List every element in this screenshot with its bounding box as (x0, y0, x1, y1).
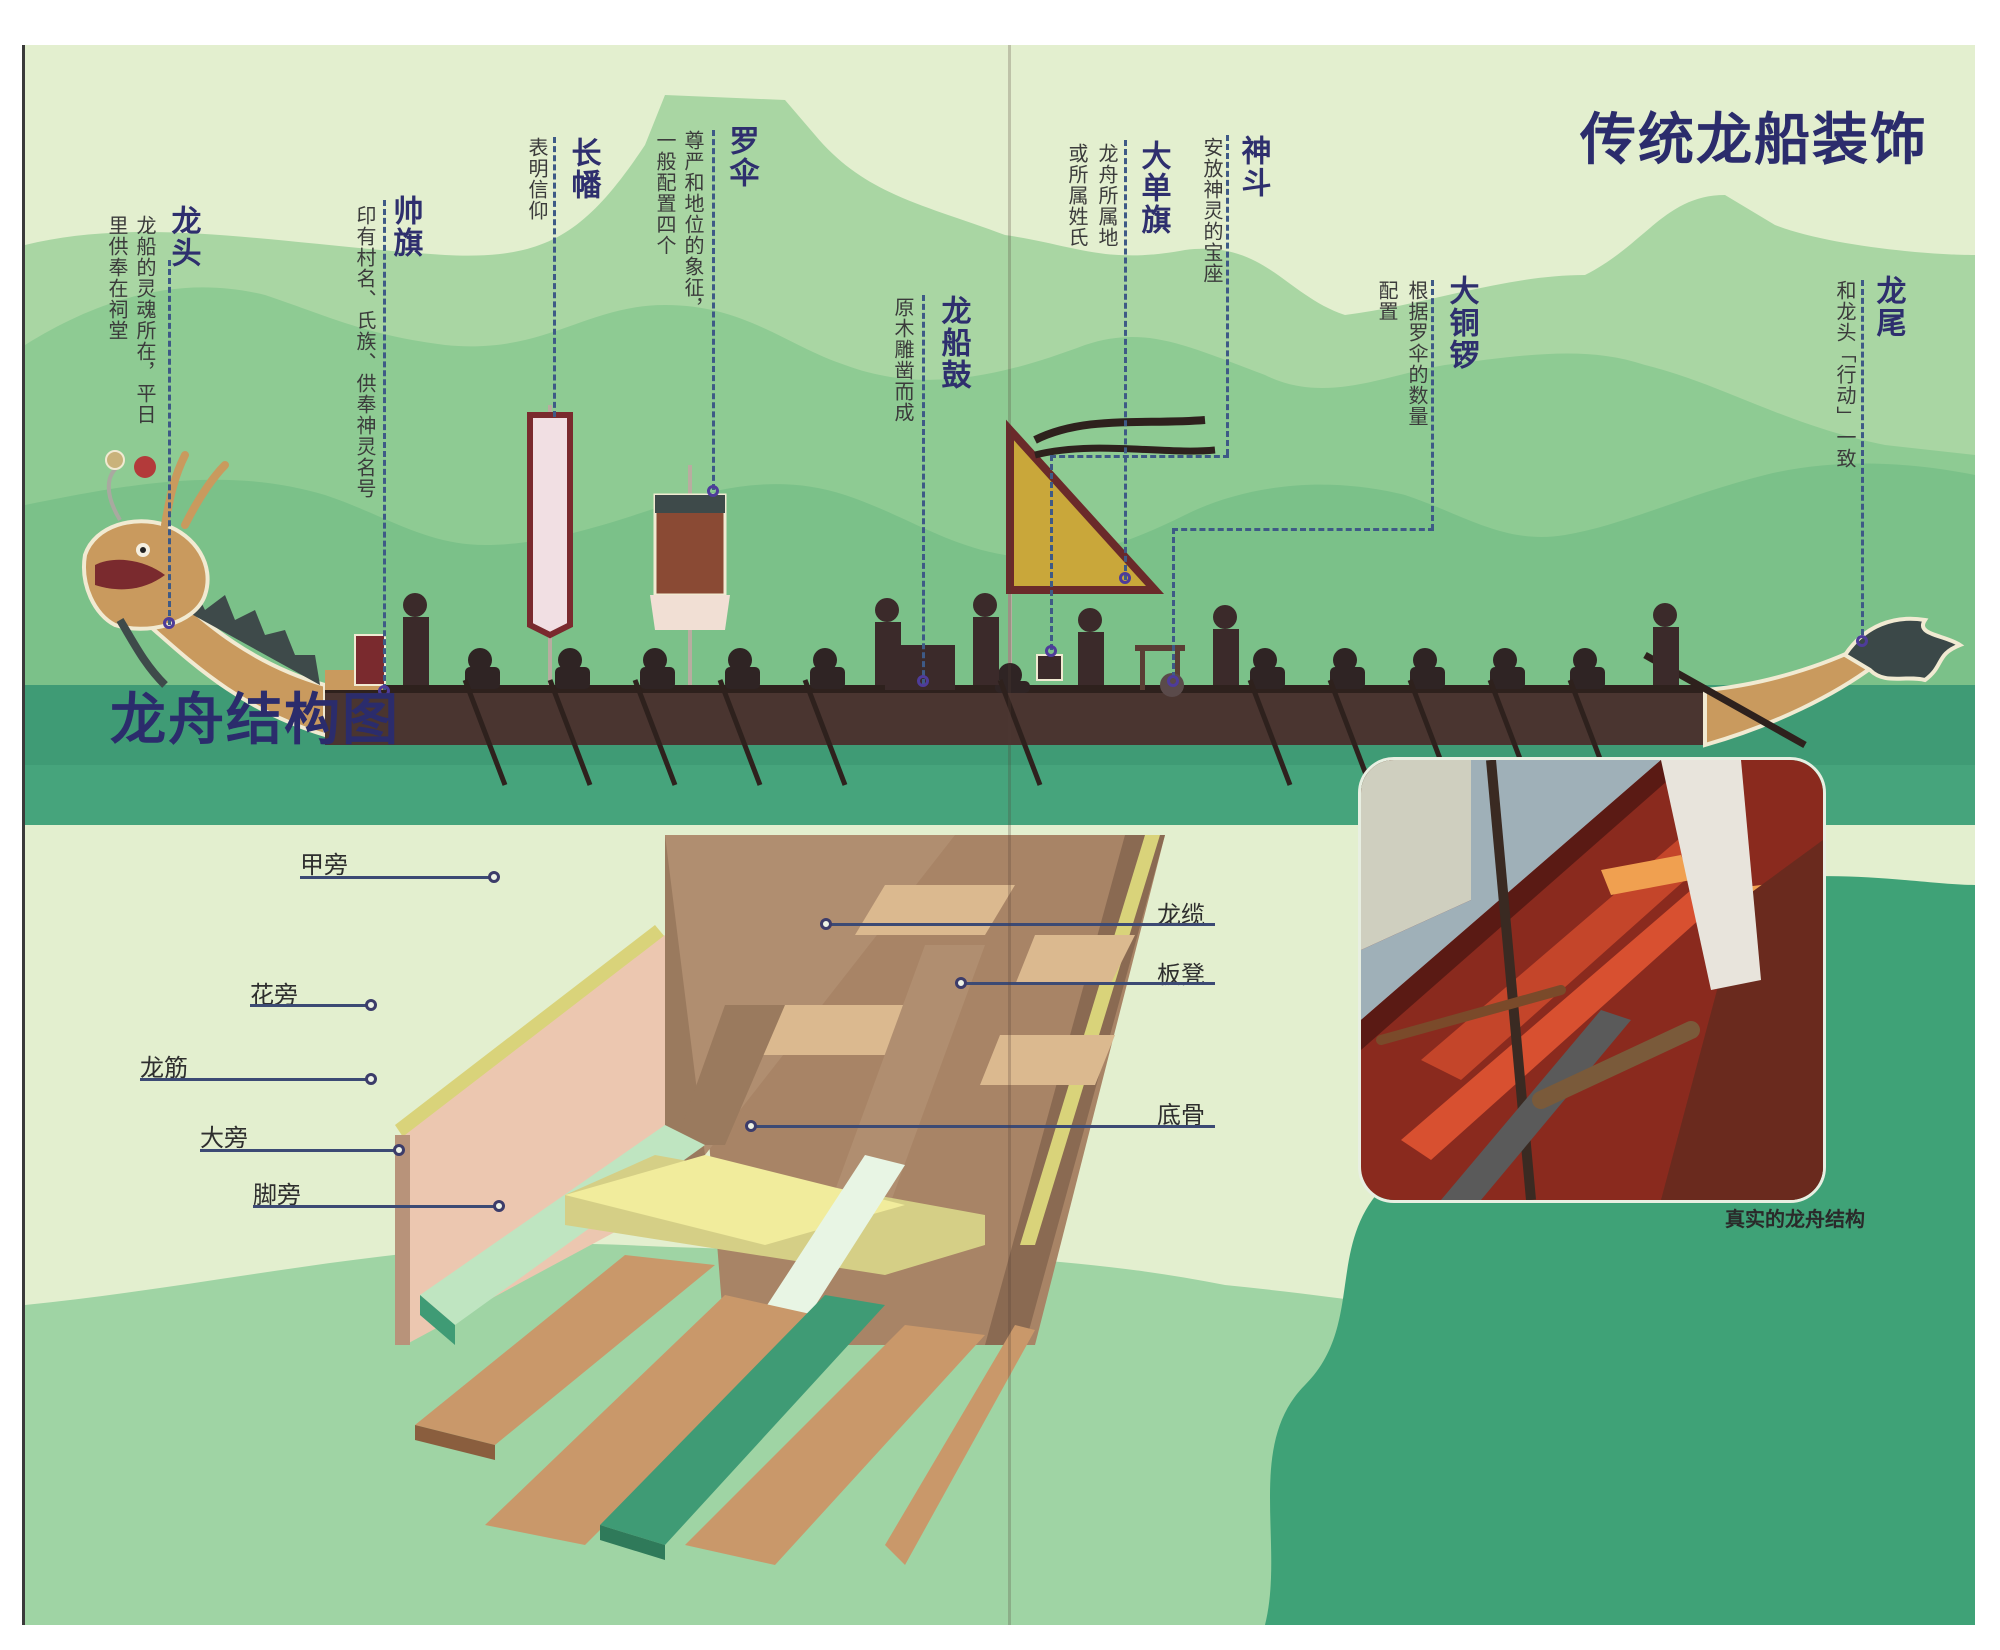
leader-line-big-single-flag (1124, 140, 1127, 580)
big-single-flag (1006, 416, 1216, 685)
annotation-title: 龙尾 (1870, 275, 1906, 339)
annotation-desc: 或所属姓氏 (1065, 143, 1089, 248)
marker-shuai-flag (378, 685, 390, 697)
leader-line-long-banner (553, 137, 556, 417)
marker-dragon-head (163, 617, 175, 629)
photo-content (1361, 760, 1823, 1200)
annotation-title: 帅旗 (387, 195, 423, 259)
book-spread: 传统龙船装饰 龙头 龙船的灵魂所在，平日 里供奉在祠堂 帅旗 印有村名、氏族、供… (25, 45, 1975, 1625)
boat-structure-diagram (395, 835, 1165, 1565)
annotation-desc: 配置 (1375, 280, 1399, 322)
book-spine (1008, 45, 1011, 1625)
leader-line-dragon-tail (1861, 280, 1864, 635)
annotation-title: 龙头 (165, 205, 201, 269)
marker-long-lan (820, 918, 832, 930)
dragon-boat-illustration (82, 405, 1965, 786)
annotation-title: 大铜锣 (1443, 275, 1479, 371)
oars (462, 679, 1613, 786)
leader-line-luo-umbrella (712, 130, 715, 490)
marker-jiao-pang (493, 1200, 505, 1212)
part-label-jiao-pang: 脚旁 (253, 1181, 301, 1209)
marker-drum (917, 675, 929, 687)
annotation-desc: 和龙头「行动」一致 (1833, 280, 1857, 469)
marker-gong (1167, 675, 1179, 687)
marker-ban-deng (955, 977, 967, 989)
part-long-jin (420, 1295, 455, 1345)
leader-line-shuai-flag (383, 200, 386, 690)
section-title-structure: 龙舟结构图 (110, 688, 400, 753)
marker-luo-umbrella (707, 485, 719, 497)
part-label-long-jin: 龙筋 (140, 1054, 188, 1082)
leader-line-dragon-head (168, 260, 171, 625)
dragon-tail (1703, 616, 1965, 748)
marker-long-jin (365, 1073, 377, 1085)
standing-figures (403, 593, 1679, 685)
marker-jia-pang (488, 871, 500, 883)
part-da-pang (415, 1255, 715, 1445)
annotation-desc: 龙舟所属地 (1095, 143, 1119, 248)
annotation-desc: 里供奉在祠堂 (105, 215, 129, 341)
part-hua-pang (405, 935, 665, 1345)
annotation-title: 龙船鼓 (935, 295, 971, 391)
annotation-title: 大单旗 (1135, 140, 1171, 236)
marker-da-pang (393, 1144, 405, 1156)
annotation-desc: 尊严和地位的象征， (681, 130, 705, 319)
part-label-da-pang: 大旁 (200, 1124, 248, 1152)
part-jia-pang (395, 925, 665, 1140)
marker-di-gu (745, 1120, 757, 1132)
rowers (465, 648, 1605, 693)
annotation-desc: 龙船的灵魂所在，平日 (133, 215, 157, 425)
shen-dou (1036, 654, 1063, 681)
leader-line-shen-dou (1226, 135, 1229, 455)
annotation-title: 罗伞 (723, 125, 759, 189)
long-banner (527, 412, 573, 639)
part-jiao-pang (485, 1295, 815, 1545)
photo-caption: 真实的龙舟结构 (1725, 1207, 1865, 1231)
part-label-di-gu: 底骨 (1157, 1101, 1205, 1129)
leader-line-drum (922, 295, 925, 685)
annotation-title: 长幡 (565, 137, 601, 201)
dragon-head (82, 450, 229, 688)
part-label-jia-pang: 甲旁 (300, 851, 348, 879)
marker-big-single-flag (1119, 572, 1131, 584)
marker-dragon-tail (1856, 635, 1868, 647)
annotation-title: 神斗 (1235, 135, 1271, 199)
luo-umbrella (650, 465, 730, 685)
annotation-desc: 安放神灵的宝座 (1200, 137, 1224, 284)
annotation-desc: 根据罗伞的数量 (1405, 280, 1429, 427)
real-boat-photo (1358, 757, 1826, 1203)
marker-shen-dou (1045, 645, 1057, 657)
part-di-gu (600, 1295, 885, 1545)
leader-line-gong (1431, 280, 1434, 530)
annotation-desc: 印有村名、氏族、供奉神灵名号 (353, 205, 377, 499)
annotation-desc: 原木雕凿而成 (891, 297, 915, 423)
section-title-decorations: 传统龙船装饰 (1580, 108, 1928, 173)
annotation-desc: 表明信仰 (525, 137, 549, 221)
annotation-desc: 一般配置四个 (653, 130, 677, 256)
marker-hua-pang (365, 999, 377, 1011)
